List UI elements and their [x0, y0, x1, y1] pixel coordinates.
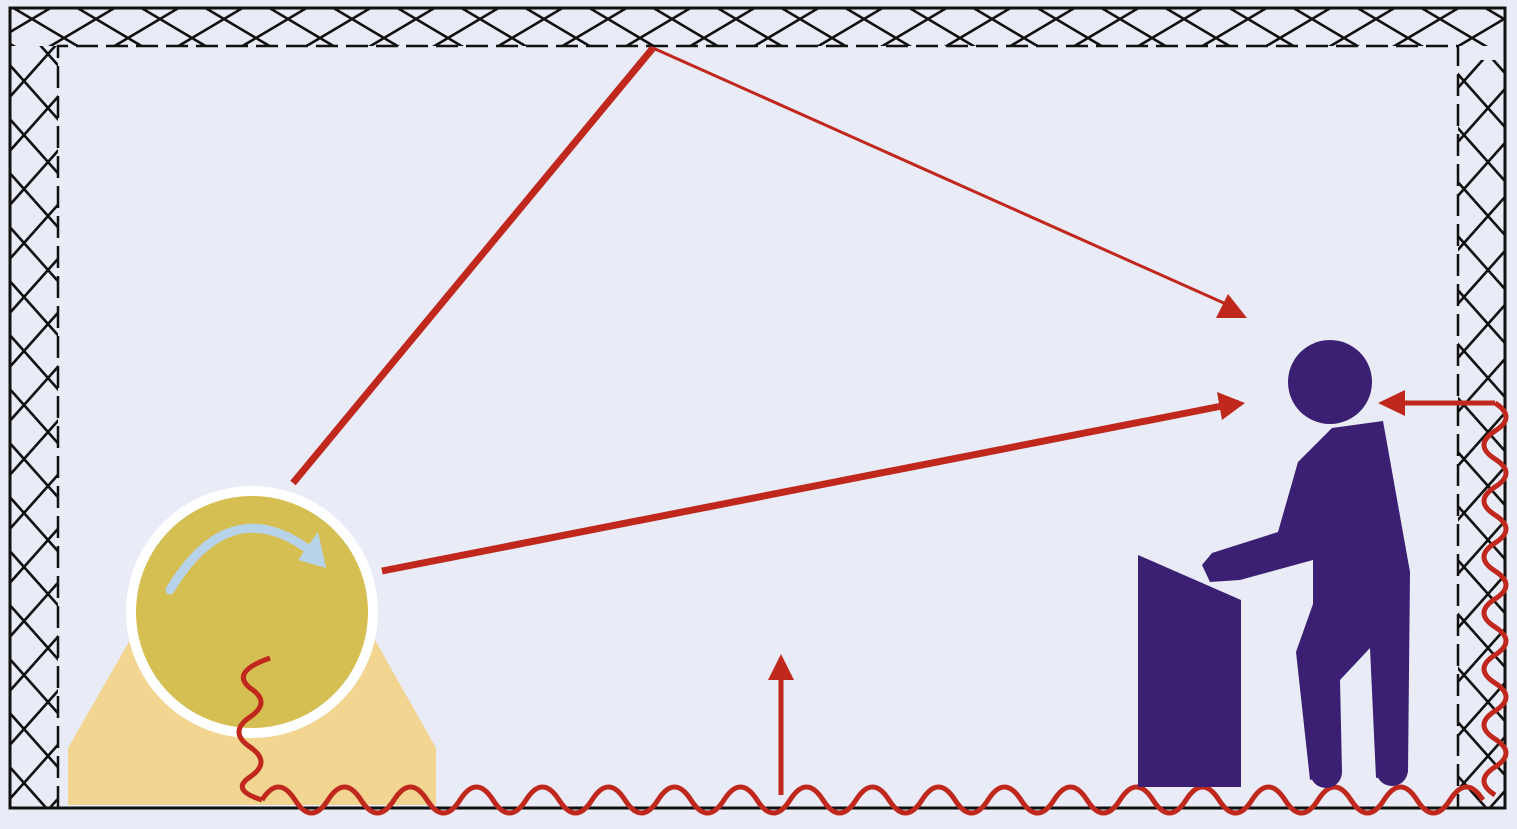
shield-wall-left: [10, 46, 58, 808]
ray-ceiling-reflection-arrowhead-icon: [1216, 294, 1247, 318]
operator-foot-right: [1376, 754, 1408, 786]
shield-wall: [8, 6, 1507, 810]
direct-ray-arrowhead-icon: [1217, 392, 1245, 420]
control-console: [1138, 555, 1241, 787]
direct-ray: [381, 402, 1223, 575]
scatter-wave-source: [236, 655, 271, 803]
wall-scatter-arrowhead-icon: [1378, 390, 1405, 416]
operator-torso: [1202, 421, 1410, 780]
ray-to-ceiling: [290, 45, 656, 486]
radiation-source: [68, 486, 436, 805]
scatter-wave-wall: [1481, 400, 1509, 798]
scatter-wave-floor: [259, 784, 1486, 816]
operator-foot-left: [1310, 756, 1342, 788]
rotation-arrow-icon: [165, 523, 317, 595]
floor-scatter-up-arrowhead-icon: [768, 654, 794, 680]
radiation-paths: [236, 45, 1509, 816]
rotation-arrowhead-icon: [298, 532, 326, 568]
shield-wall-right: [1458, 60, 1506, 808]
ray-ceiling-reflection: [652, 46, 1227, 306]
shield-wall-top: [10, 8, 1505, 46]
operator: [1138, 340, 1410, 788]
operator-head: [1288, 340, 1372, 424]
shield-wall-inner-edge: [56, 44, 1460, 808]
